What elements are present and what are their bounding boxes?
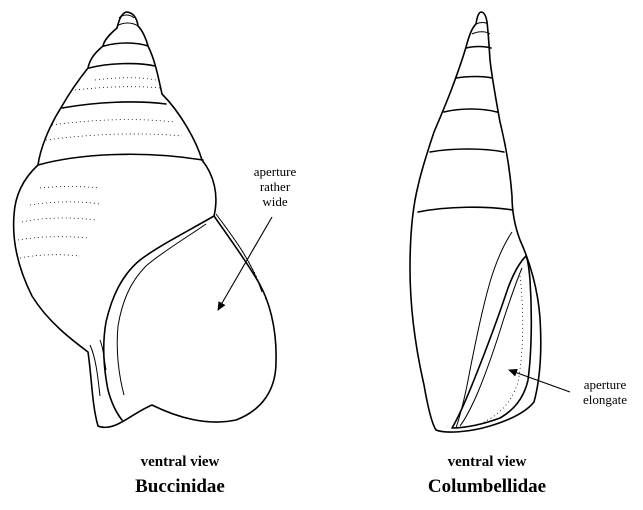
aperture-wide-arrow: [218, 217, 272, 310]
columbellidae-suture-4: [430, 149, 504, 152]
columbellidae-aperture-annotation: aperture elongate: [570, 378, 640, 408]
annotation-line: aperture: [240, 165, 310, 180]
columbellidae-columella: [456, 232, 512, 428]
annotation-line: rather: [240, 180, 310, 195]
columbellidae-shell-outline: [410, 12, 541, 432]
columbellidae-view-caption: ventral view: [377, 454, 597, 471]
buccinidae-spiral-lines: [18, 78, 182, 258]
buccinidae-suture-2: [89, 64, 155, 68]
columbellidae-family-caption: Columbellidae: [377, 476, 597, 498]
columbellidae-lip-dots: [484, 276, 523, 422]
buccinidae-shell-drawing: [14, 12, 276, 427]
buccinidae-lip-dots: [222, 222, 266, 300]
buccinidae-family-caption: Buccinidae: [70, 476, 290, 498]
buccinidae-shell-outline: [14, 12, 276, 427]
columbellidae-suture-5: [418, 207, 513, 212]
buccinidae-columella-inner: [117, 224, 206, 395]
columbellidae-suture-3: [444, 109, 497, 112]
buccinidae-aperture-annotation: aperture rather wide: [240, 165, 310, 210]
columbellidae-suture-1: [466, 47, 491, 49]
buccinidae-suture-3: [62, 102, 166, 108]
columbellidae-aperture: [452, 256, 531, 428]
buccinidae-columella: [104, 216, 214, 420]
columbellidae-suture-2: [456, 77, 492, 79]
columbellidae-aperture-inner: [460, 268, 522, 426]
columbellidae-shell-drawing: [410, 12, 541, 432]
annotation-line: wide: [240, 195, 310, 210]
buccinidae-suture-4: [38, 154, 203, 165]
buccinidae-view-caption: ventral view: [70, 454, 290, 471]
buccinidae-suture-1: [104, 43, 148, 46]
annotation-line: aperture: [570, 378, 640, 393]
annotation-line: elongate: [570, 393, 640, 408]
